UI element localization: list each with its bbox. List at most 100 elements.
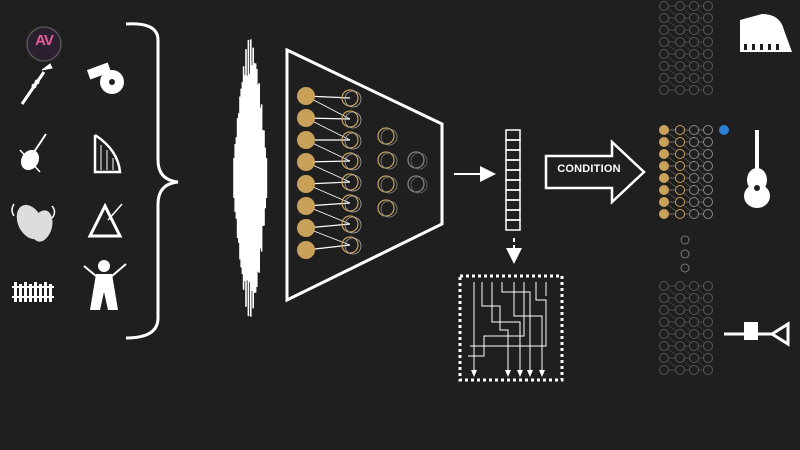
encoder-network-trapezoid [285, 47, 444, 303]
decoder-node [703, 137, 713, 147]
encoder-hidden-node [341, 215, 359, 233]
decoder-node [689, 1, 699, 11]
decoder-node [659, 293, 669, 303]
decoder-node [689, 173, 699, 183]
decoder-node [703, 161, 713, 171]
decoder-node [703, 305, 713, 315]
audio-waveform [233, 39, 268, 317]
decoder-node [675, 1, 685, 11]
decoder-node [659, 281, 669, 291]
decoder-node [659, 73, 669, 83]
encoder-input-node [297, 153, 315, 171]
encoder-hidden-node [341, 131, 359, 149]
decoder-node [659, 161, 669, 171]
decoder-node [659, 173, 669, 183]
decoder-node [659, 13, 669, 23]
decoder-node [689, 365, 699, 375]
encoder-hidden-node [377, 175, 395, 193]
decoder-node [659, 353, 669, 363]
decoder-node [659, 37, 669, 47]
decoder-node [659, 1, 669, 11]
decoder-node [675, 85, 685, 95]
decoder-node [675, 149, 685, 159]
harp-icon [93, 133, 122, 174]
decoder-node [689, 37, 699, 47]
decoder-node [675, 281, 685, 291]
decoder-node [703, 329, 713, 339]
encoder-hidden-node [341, 152, 359, 170]
condition-label: CONDITION [557, 163, 621, 175]
decoder-node [689, 49, 699, 59]
encoder-input-node [297, 131, 315, 149]
decoder-node [659, 185, 669, 195]
decoder-node [703, 85, 713, 95]
decoder-node [659, 25, 669, 35]
embedding-cell [505, 159, 521, 171]
encoder-input-node [297, 87, 315, 105]
decoder-node [703, 37, 713, 47]
embedding-cell [505, 169, 521, 181]
encoder-hidden-node [341, 110, 359, 128]
decoder-node [659, 341, 669, 351]
embedding-cell [505, 149, 521, 161]
encoder-hidden-node [407, 175, 425, 193]
decoder-node [659, 329, 669, 339]
decoder-node [675, 185, 685, 195]
decoder-node [703, 73, 713, 83]
decoder-node [659, 365, 669, 375]
decoder-node [675, 137, 685, 147]
decoder-node [703, 197, 713, 207]
routing-arrowheads [471, 370, 545, 377]
decoder-node [675, 365, 685, 375]
decoder-node [675, 73, 685, 83]
logo-icon [26, 26, 62, 62]
conductor-icon [83, 260, 127, 310]
decoder-node [659, 137, 669, 147]
decoder-node [675, 317, 685, 327]
decoder-node [659, 61, 669, 71]
decoder-node [675, 341, 685, 351]
decoder-node [675, 161, 685, 171]
decoder-node [659, 209, 669, 219]
decoder-node [689, 85, 699, 95]
routing-lines [468, 282, 547, 372]
embedding-cell [505, 199, 521, 211]
embedding-vector [505, 129, 521, 231]
decoder-node [689, 125, 699, 135]
decoder-node [675, 61, 685, 71]
decoder-node [703, 185, 713, 195]
decoder-node [689, 25, 699, 35]
decoder-node [703, 13, 713, 23]
encoder-nodes [297, 87, 428, 259]
decoder-node [689, 281, 699, 291]
condition-arrow [544, 139, 646, 205]
encoder-hidden-node [377, 151, 395, 169]
decoder-node [659, 149, 669, 159]
ellipsis-nodes [680, 235, 690, 273]
clapping-hands-icon [11, 203, 56, 242]
embedding-cell [505, 179, 521, 191]
decoder-node [703, 293, 713, 303]
decoder-node [675, 353, 685, 363]
decoder-node [675, 37, 685, 47]
triangle-icon [87, 202, 123, 238]
encoder-hidden-node [407, 151, 425, 169]
encoder-input-node [297, 241, 315, 259]
encoder-input-node [297, 175, 315, 193]
logo-text: AV [35, 32, 54, 49]
decoder-node [689, 149, 699, 159]
grouping-brace [125, 22, 179, 340]
guitar-icon [744, 130, 770, 208]
decoder-node [703, 1, 713, 11]
decoder-node [675, 125, 685, 135]
decoder-node [689, 185, 699, 195]
decoder-node [703, 365, 713, 375]
decoder-node [689, 137, 699, 147]
decoder-node [703, 149, 713, 159]
decoder-node [689, 73, 699, 83]
encoder-hidden-node [341, 194, 359, 212]
trumpet-icon-output [724, 321, 790, 347]
decoder-node [689, 305, 699, 315]
decoder-node [689, 161, 699, 171]
encoder-input-node [297, 109, 315, 127]
